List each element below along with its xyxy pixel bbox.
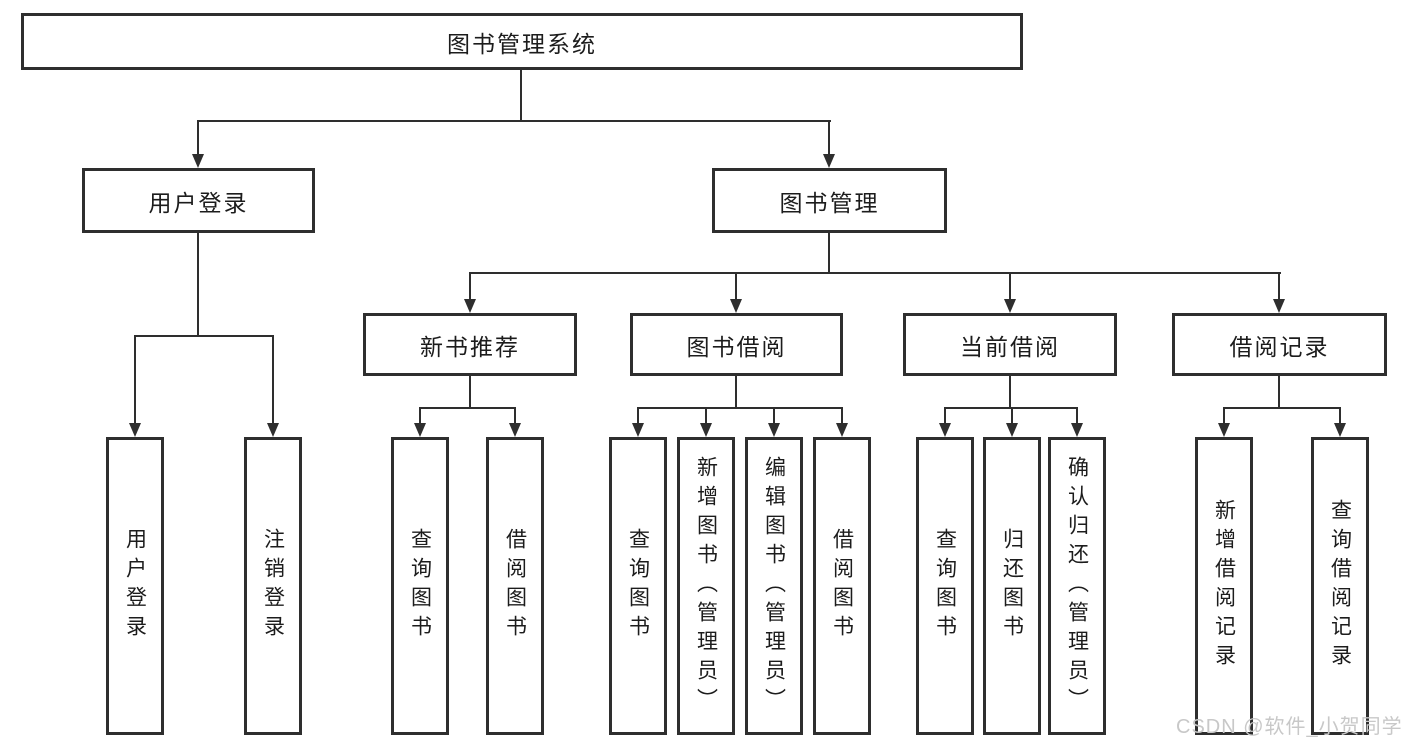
leaf-edit-books-admin-label: 编辑图书（管理员）: [762, 455, 786, 717]
node-book-borrow-label: 图书借阅: [686, 333, 787, 360]
leaf-user-login-label: 用户登录: [123, 528, 147, 644]
node-user-login: 用户登录: [82, 168, 315, 233]
leaf-add-borrow-record-label: 新增借阅记录: [1212, 499, 1236, 673]
connector-line: [1009, 376, 1011, 407]
arrowhead-icon: [823, 154, 835, 168]
node-borrow-records-label: 借阅记录: [1229, 333, 1330, 360]
arrowhead-icon: [939, 423, 951, 437]
arrowhead-icon: [730, 299, 742, 313]
arrowhead-icon: [192, 154, 204, 168]
leaf-edit-books-admin: 编辑图书（管理员）: [745, 437, 803, 735]
connector-line: [773, 407, 775, 425]
arrowhead-icon: [1334, 423, 1346, 437]
leaf-query-books-2-label: 查询图书: [626, 528, 650, 644]
connector-line: [1223, 407, 1225, 425]
node-new-book-recommend: 新书推荐: [363, 313, 577, 376]
leaf-add-books-admin-label: 新增图书（管理员）: [694, 455, 718, 717]
arrowhead-icon: [1071, 423, 1083, 437]
arrowhead-icon: [632, 423, 644, 437]
arrowhead-icon: [464, 299, 476, 313]
node-root: 图书管理系统: [21, 13, 1023, 70]
node-current-borrow: 当前借阅: [903, 313, 1117, 376]
connector-line: [197, 120, 199, 156]
connector-line: [735, 272, 737, 301]
connector-line: [419, 407, 421, 425]
arrowhead-icon: [836, 423, 848, 437]
arrowhead-icon: [129, 423, 141, 437]
arrowhead-icon: [1006, 423, 1018, 437]
arrowhead-icon: [509, 423, 521, 437]
arrowhead-icon: [768, 423, 780, 437]
arrowhead-icon: [414, 423, 426, 437]
connector-line: [841, 407, 843, 425]
leaf-borrow-books-2-label: 借阅图书: [830, 528, 854, 644]
connector-line: [134, 335, 136, 425]
connector-line: [419, 407, 516, 409]
connector-line: [1011, 407, 1013, 425]
leaf-borrow-books-2: 借阅图书: [813, 437, 871, 735]
leaf-query-books-1: 查询图书: [391, 437, 449, 735]
leaf-return-books-label: 归还图书: [1000, 528, 1024, 644]
leaf-add-borrow-record: 新增借阅记录: [1195, 437, 1253, 735]
connector-line: [1223, 407, 1341, 409]
leaf-query-books-3: 查询图书: [916, 437, 974, 735]
connector-line: [469, 376, 471, 407]
connector-line: [735, 376, 737, 407]
node-borrow-records: 借阅记录: [1172, 313, 1387, 376]
connector-line: [1278, 272, 1280, 301]
leaf-query-books-3-label: 查询图书: [933, 528, 957, 644]
node-book-management: 图书管理: [712, 168, 947, 233]
leaf-return-books: 归还图书: [983, 437, 1041, 735]
leaf-borrow-books-1: 借阅图书: [486, 437, 544, 735]
connector-line: [272, 335, 274, 425]
leaf-query-borrow-record: 查询借阅记录: [1311, 437, 1369, 735]
node-user-login-label: 用户登录: [148, 189, 249, 216]
arrowhead-icon: [1273, 299, 1285, 313]
connector-line: [705, 407, 707, 425]
leaf-query-books-1-label: 查询图书: [408, 528, 432, 644]
connector-line: [1076, 407, 1078, 425]
connector-line: [520, 70, 522, 120]
connector-line: [828, 233, 830, 272]
leaf-add-books-admin: 新增图书（管理员）: [677, 437, 735, 735]
connector-line: [1009, 272, 1011, 301]
leaf-query-borrow-record-label: 查询借阅记录: [1328, 499, 1352, 673]
connector-line: [944, 407, 946, 425]
arrowhead-icon: [1004, 299, 1016, 313]
connector-line: [197, 233, 199, 336]
leaf-confirm-return-admin-label: 确认归还（管理员）: [1065, 455, 1089, 717]
leaf-logout: 注销登录: [244, 437, 302, 735]
connector-line: [469, 272, 471, 301]
csdn-watermark: CSDN @软件_小贺同学: [1176, 716, 1403, 738]
connector-line: [469, 272, 1281, 274]
node-current-borrow-label: 当前借阅: [960, 333, 1060, 360]
leaf-query-books-2: 查询图书: [609, 437, 667, 735]
node-new-book-recommend-label: 新书推荐: [420, 333, 520, 360]
connector-line: [637, 407, 843, 409]
connector-line: [514, 407, 516, 425]
leaf-logout-label: 注销登录: [261, 528, 285, 644]
arrowhead-icon: [1218, 423, 1230, 437]
node-book-management-label: 图书管理: [779, 189, 880, 216]
leaf-borrow-books-1-label: 借阅图书: [503, 528, 527, 644]
connector-line: [637, 407, 639, 425]
connector-line: [1278, 376, 1280, 407]
arrowhead-icon: [700, 423, 712, 437]
connector-line: [828, 120, 830, 156]
connector-line: [1339, 407, 1341, 425]
node-book-borrow: 图书借阅: [630, 313, 843, 376]
leaf-user-login: 用户登录: [106, 437, 164, 735]
connector-line: [197, 120, 831, 122]
connector-line: [134, 335, 274, 337]
node-root-label: 图书管理系统: [447, 30, 597, 57]
arrowhead-icon: [267, 423, 279, 437]
leaf-confirm-return-admin: 确认归还（管理员）: [1048, 437, 1106, 735]
